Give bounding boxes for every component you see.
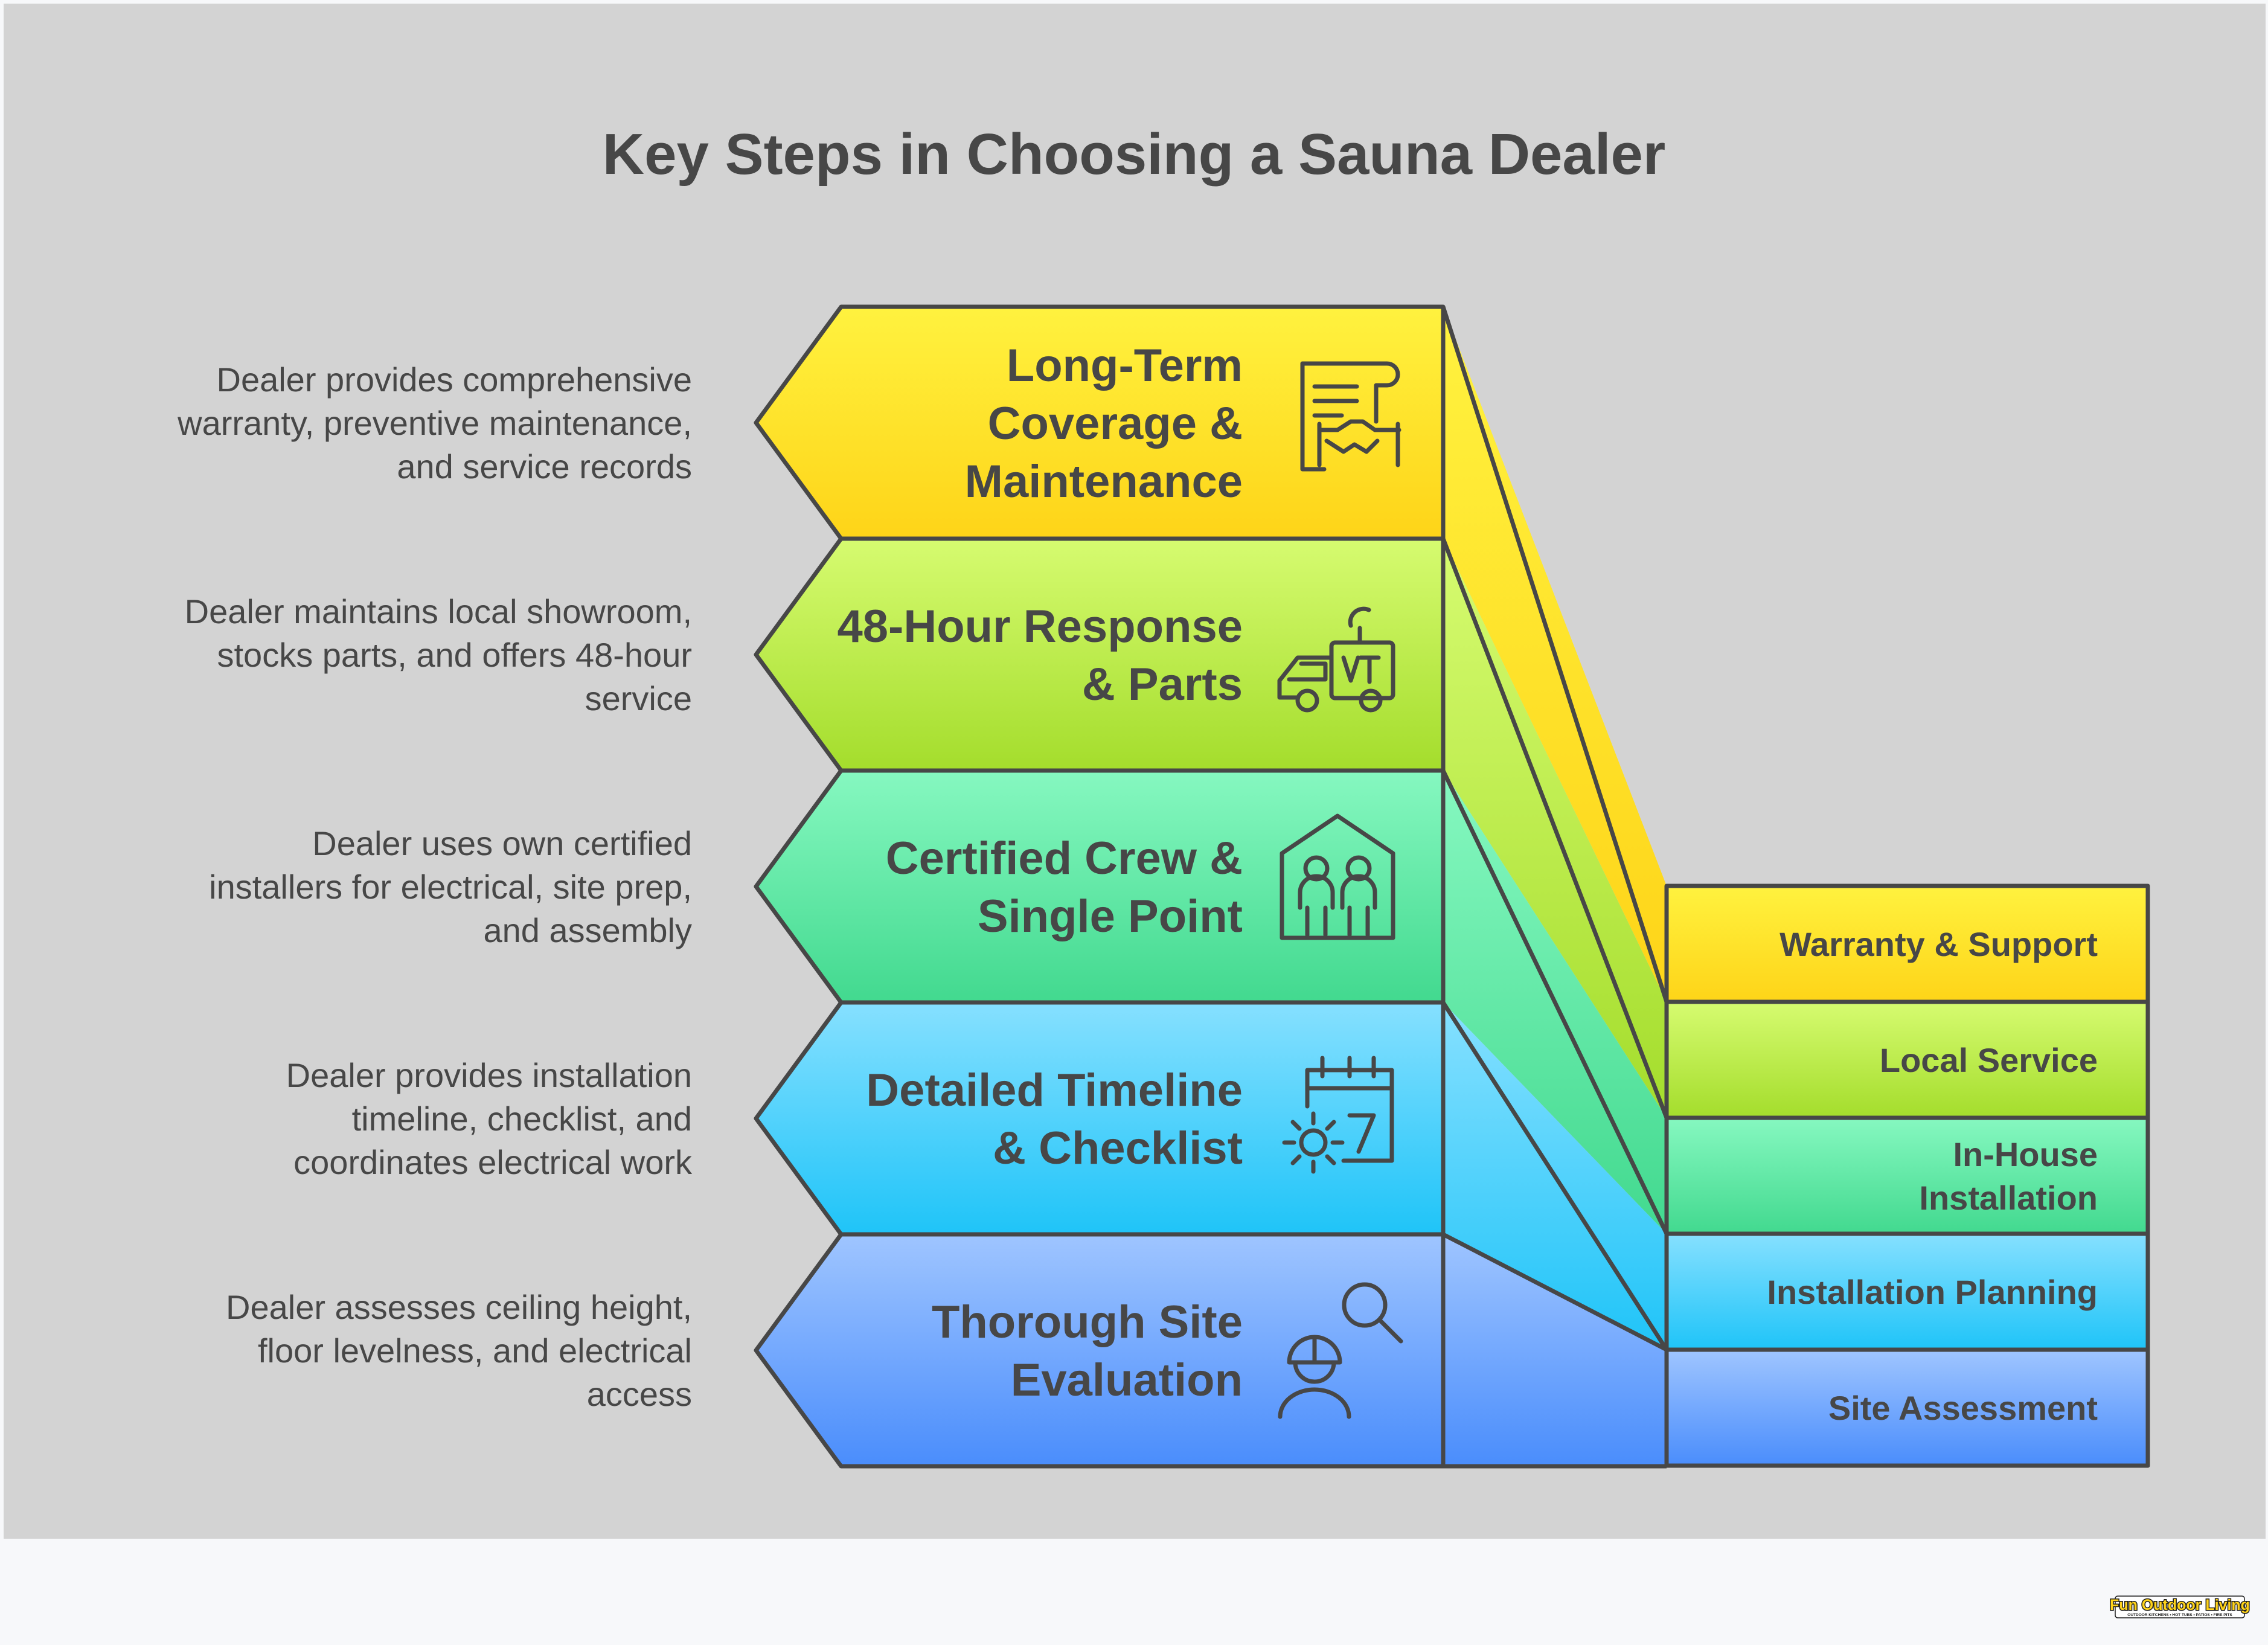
brand-logo: Fun Outdoor Living OUTDOOR KITCHENS • HO…: [2109, 1595, 2250, 1618]
step-block: [754, 536, 1446, 773]
service-van-icon: [1277, 606, 1395, 713]
worker-search-icon: [1278, 1282, 1403, 1419]
step-label: 48-Hour Response& Parts: [838, 601, 1243, 710]
connector-edge: [1441, 537, 1669, 1119]
step-label: Certified Crew &Single Point: [886, 833, 1243, 942]
logo-banner: [2115, 1595, 2245, 1618]
side-bar: [1664, 883, 2150, 1004]
side-bar: [1664, 1231, 2150, 1352]
step-description: Dealer maintains local showroom,stocks p…: [185, 592, 692, 717]
logo-name: Fun Outdoor Living: [2110, 1597, 2250, 1614]
step-block: [754, 1000, 1446, 1237]
crew-house-icon: [1280, 813, 1395, 940]
connector-edge: [1441, 1001, 1668, 1351]
side-label: Local Service: [1880, 1041, 2098, 1079]
side-bar: [1664, 1347, 2150, 1468]
side-bar: [1664, 999, 2150, 1120]
step-2: 48-Hour Response& Parts Dealer maintains …: [185, 536, 2150, 1120]
logo-tagline: OUTDOOR KITCHENS • HOT TUBS • PATIOS • F…: [2127, 1613, 2232, 1617]
step-label: Detailed Timeline& Checklist: [866, 1065, 1243, 1174]
step-4: Detailed Timeline& Checklist Dealer provi…: [286, 1000, 2150, 1352]
side-label: Site Assessment: [1828, 1389, 2098, 1427]
step-block: [754, 1232, 1446, 1469]
contract-handshake-icon: [1300, 361, 1401, 472]
connector-face: [1443, 1234, 1667, 1466]
side-label: Installation Planning: [1767, 1273, 2098, 1311]
page-title: Key Steps in Choosing a Sauna Dealer: [603, 122, 1665, 187]
calendar-gear-icon: [1282, 1056, 1394, 1174]
connector-edge: [1442, 1232, 1668, 1352]
connector-edge: [1441, 769, 1669, 1235]
connector-edge: [1441, 306, 1669, 1003]
step-block: [754, 304, 1446, 541]
step-3: Certified Crew &Single Point Dealer uses …: [209, 768, 2150, 1236]
step-description: Dealer assesses ceiling height,floor lev…: [226, 1288, 692, 1413]
side-label: Warranty & Support: [1779, 925, 2098, 963]
step-block: [754, 768, 1446, 1005]
